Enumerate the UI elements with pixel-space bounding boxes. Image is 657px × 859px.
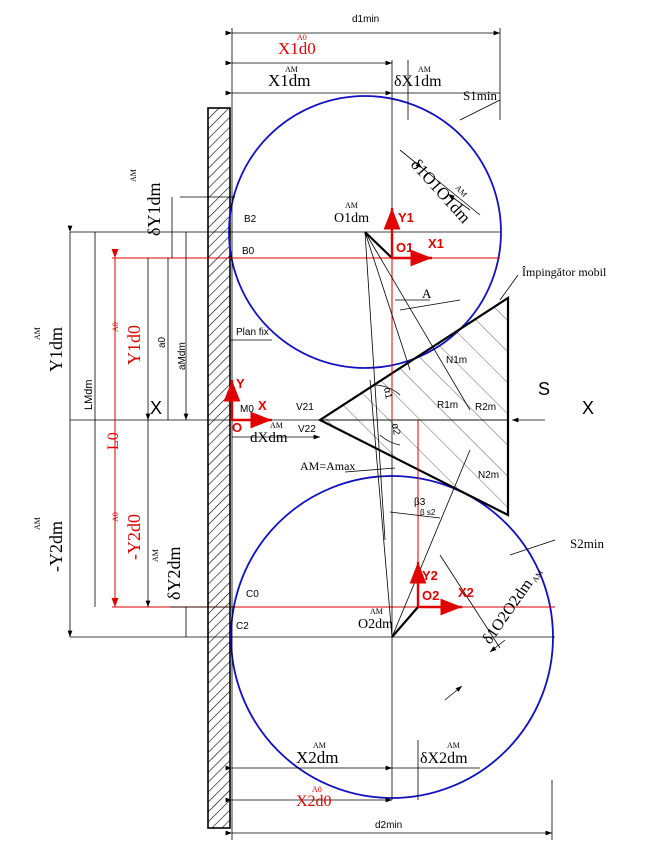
label-aMdm: aMdm: [177, 342, 188, 370]
label-O1: O1: [396, 240, 413, 255]
sup-dXdm: AM: [270, 421, 283, 430]
label-B2: B2: [244, 214, 257, 225]
label-beta3: β3: [414, 497, 426, 508]
label-X-left: X: [150, 398, 162, 418]
label-dY1dm: δY1dm: [144, 183, 164, 236]
label-X: X: [258, 398, 267, 413]
label-M0: M0: [240, 404, 254, 415]
label-a0: a0: [157, 336, 168, 348]
sup-dX2dm: AM: [447, 741, 460, 750]
label-dX2dm: δX2dm: [420, 750, 468, 767]
sup-Y1d0: A0: [111, 322, 120, 332]
label-d1min: d1min: [352, 14, 379, 25]
sup-dY1dm: AM: [129, 169, 138, 182]
label-dO2O2dm: δ1O2O2dm: [479, 576, 536, 648]
label-X2dm: X2dm: [296, 748, 339, 767]
label-X1: X1: [428, 236, 444, 251]
label-Y: Y: [236, 376, 245, 391]
sup-Y2dm: AM: [33, 517, 42, 530]
label-N2m: N2m: [478, 470, 499, 481]
label-S1min: S1min: [463, 88, 497, 103]
label-X1d0: X1d0: [278, 39, 316, 58]
label-V22: V22: [298, 424, 316, 435]
label-N1m: N1m: [446, 355, 467, 366]
label-C2: C2: [236, 621, 249, 632]
label-dXdm: dXdm: [250, 430, 288, 446]
label-beta-s2: β s2: [420, 508, 436, 517]
sup-O2dm: AM: [370, 607, 383, 616]
label-dX1dm: δX1dm: [394, 73, 442, 90]
label-R2m: R2m: [475, 402, 496, 413]
label-R1m: R1m: [437, 400, 458, 411]
label-B0: B0: [242, 246, 255, 257]
label-Y1d0: Y1d0: [124, 325, 144, 365]
label-alpha1: α1: [381, 387, 394, 401]
label-X-right: X: [582, 398, 594, 418]
label-S2min: S2min: [570, 536, 604, 551]
label-O1dm: O1dm: [334, 211, 369, 226]
top-dimensions: [225, 30, 500, 96]
sup-Y2d0: A0: [111, 512, 120, 522]
sup-O1dm: AM: [345, 201, 358, 210]
label-X2: X2: [458, 585, 474, 600]
alpha-arcs: [374, 384, 401, 446]
label-alpha2: α2: [389, 423, 402, 437]
label-S: S: [538, 379, 550, 399]
label-V21: V21: [296, 402, 314, 413]
left-dimensions: [67, 197, 189, 637]
label-X1dm: X1dm: [268, 71, 311, 90]
axes-O1: [383, 208, 432, 267]
sup-dX1dm: AM: [418, 65, 431, 74]
label-O: O: [232, 420, 242, 435]
label-Y2: Y2: [422, 568, 438, 583]
sup-X1d0: A0: [297, 33, 307, 42]
label-Y1: Y1: [398, 210, 414, 225]
label-A: A: [422, 286, 432, 301]
label-Y2d0: -Y2d0: [124, 514, 144, 560]
sup-X2dm: AM: [313, 741, 326, 750]
fixed-wall: [207, 107, 231, 829]
lower-contact-line: [391, 606, 419, 638]
label-impingator: Împingător mobil: [522, 265, 607, 279]
label-AM-Amax: AM=Amax: [300, 459, 355, 473]
sup-dY2dm: AM: [151, 549, 160, 562]
label-dY2dm: δY2dm: [164, 547, 184, 600]
upper-contact-line: [364, 231, 393, 259]
label-C0: C0: [246, 589, 259, 600]
label-O2dm: O2dm: [358, 617, 393, 632]
vertical-lines: [231, 28, 553, 840]
label-d2min: d2min: [375, 820, 402, 831]
label-L0: L0: [105, 432, 122, 450]
sup-Y1dm: AM: [33, 327, 42, 340]
bottom-dimensions: [225, 434, 552, 836]
axes-O2: [409, 562, 462, 616]
label-O2: O2: [422, 588, 439, 603]
label-Y1dm: Y1dm: [46, 327, 66, 372]
label-X2d0: X2d0: [296, 793, 332, 810]
label-LMdm: LMdm: [83, 379, 95, 410]
label-Y2dm: -Y2dm: [46, 521, 66, 572]
axes-O: [223, 380, 272, 429]
sup-X1dm: AM: [285, 65, 298, 74]
label-plan-fix: Plan fix: [236, 327, 269, 338]
sup-X2d0: A0: [312, 785, 322, 794]
